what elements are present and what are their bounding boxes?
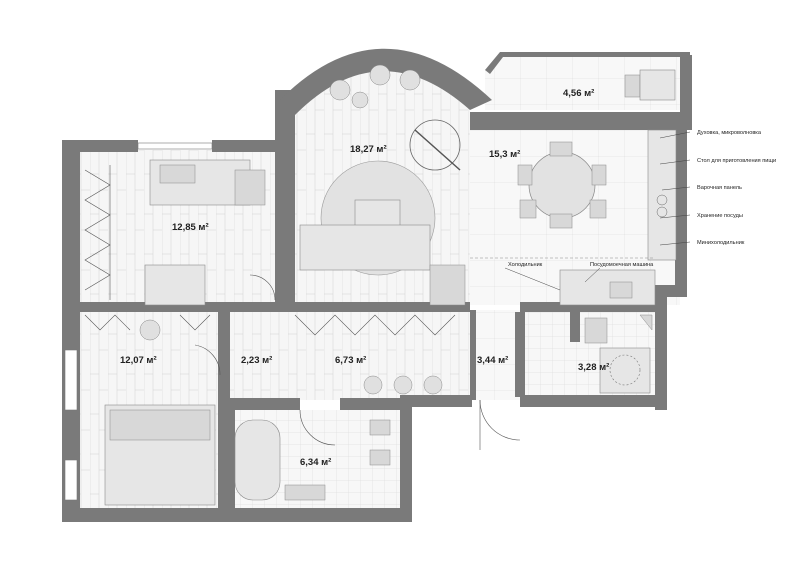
annotation-minifridge: Минихолодильник <box>697 240 745 246</box>
living-furniture <box>299 64 466 306</box>
bedroom-bottom-furniture <box>104 274 276 506</box>
kitchen-furniture <box>470 129 677 306</box>
area-closet: 2,23 м² <box>241 355 272 366</box>
area-balcony: 4,56 м² <box>563 88 594 99</box>
area-bedroom-top: 12,85 м² <box>172 222 209 233</box>
bedroom-top-furniture <box>84 159 266 306</box>
annotation-hob: Варочная панель <box>697 185 742 191</box>
kitchen-annotations: Духовка, микроволновка Стол для приготов… <box>504 130 776 291</box>
area-entry: 3,44 м² <box>477 355 508 366</box>
annotation-dishwasher: Посудомоечная машина <box>590 262 654 268</box>
area-bathroom: 6,34 м² <box>300 457 331 468</box>
annotation-fridge: Холодильник <box>508 262 543 268</box>
annotation-dish-storage: Хранение посуды <box>697 213 743 219</box>
windows <box>64 142 213 501</box>
bathroom-fixtures <box>234 409 391 501</box>
annotation-oven: Духовка, микроволновка <box>697 130 762 136</box>
room-area-labels: 18,27 м² 15,3 м² 4,56 м² 12,85 м² 12,07 … <box>120 88 609 468</box>
area-kitchen: 15,3 м² <box>489 149 520 160</box>
area-living: 18,27 м² <box>350 144 387 155</box>
balcony-furniture <box>624 69 676 101</box>
area-bedroom-bottom: 12,07 м² <box>120 355 157 366</box>
area-wc: 3,28 м² <box>578 362 609 373</box>
annotation-prep-table: Стол для приготовления пищи <box>697 158 776 164</box>
wc-fixtures <box>584 314 653 394</box>
walls <box>62 48 692 522</box>
area-hall: 6,73 м² <box>335 355 366 366</box>
hall-furniture <box>84 314 521 450</box>
